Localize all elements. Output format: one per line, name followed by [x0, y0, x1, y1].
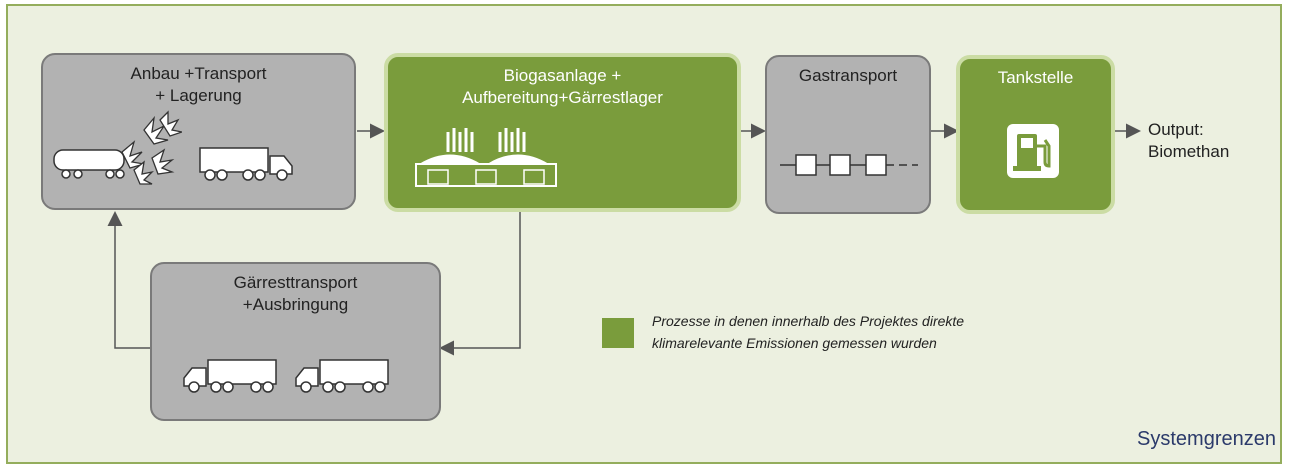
process-box-anbau: Anbau +Transport + Lagerung — [41, 53, 356, 210]
truck-icon — [199, 147, 293, 181]
box-tankstelle-label: Tankstelle — [997, 68, 1074, 87]
truck-icon — [183, 359, 277, 393]
box-gaerrest-label: Gärresttransport +Ausbringung — [233, 273, 358, 314]
output-label: Output: Biomethan — [1148, 120, 1230, 161]
biogas-plant-icon — [415, 128, 557, 187]
pipeline-icon — [780, 154, 918, 176]
box-anbau-label: Anbau +Transport + Lagerung — [130, 64, 267, 105]
system-boundary-label: Systemgrenzen — [1137, 428, 1276, 450]
process-box-gastransport: Gastransport — [765, 55, 931, 214]
process-box-gaerrest: Gärresttransport +Ausbringung — [150, 262, 441, 421]
legend-text: Prozesse in denen innerhalb des Projekte… — [652, 313, 965, 351]
arrow-biogas-gaerrest — [439, 212, 521, 356]
truck-icon — [295, 359, 389, 393]
legend-swatch — [602, 318, 634, 348]
box-biogas-label: Biogasanlage + Aufbereitung+Gärrestlager — [462, 66, 663, 107]
fuel-pump-icon — [1007, 124, 1059, 178]
box-gastransport-label: Gastransport — [798, 66, 898, 85]
plant-tank-truck-icon — [53, 110, 182, 185]
arrow-gaerrest-anbau — [107, 211, 150, 349]
